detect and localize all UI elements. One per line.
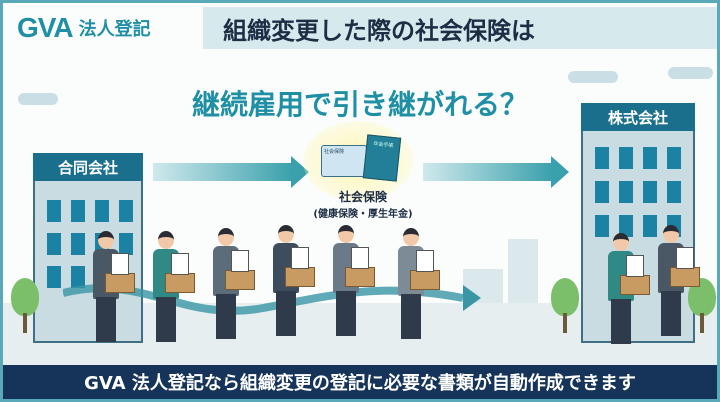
pension-book-icon: 年金手帳 [362, 134, 402, 182]
tree [551, 278, 579, 316]
right-company-label: 株式会社 [581, 103, 695, 131]
logo: GVA 法人登記 [9, 7, 205, 49]
cloud [18, 93, 58, 105]
left-building: 合同会社 [33, 153, 143, 343]
page-title: 組織変更した際の社会保険は [203, 7, 717, 49]
tree [11, 278, 39, 316]
footer-banner: GVA 法人登記なら組織変更の登記に必要な書類が自動作成できます [3, 365, 717, 399]
logo-brand: GVA [17, 12, 74, 43]
arrow-right-icon [423, 156, 569, 188]
insurance-caption: 社会保険 (健康保険・厚生年金) [303, 188, 423, 220]
left-company-label: 合同会社 [33, 153, 143, 181]
insurance-title: 社会保険 [338, 190, 387, 204]
cloud [668, 67, 713, 79]
subtitle: 継続雇用で引き継がれる？ [191, 88, 528, 121]
arrow-right-icon [153, 156, 309, 188]
insurance-detail: (健康保険・厚生年金) [313, 209, 413, 220]
cloud [568, 71, 618, 83]
insurance-card-icon: 社会保険 [321, 145, 367, 177]
logo-service: 法人登記 [78, 19, 151, 40]
